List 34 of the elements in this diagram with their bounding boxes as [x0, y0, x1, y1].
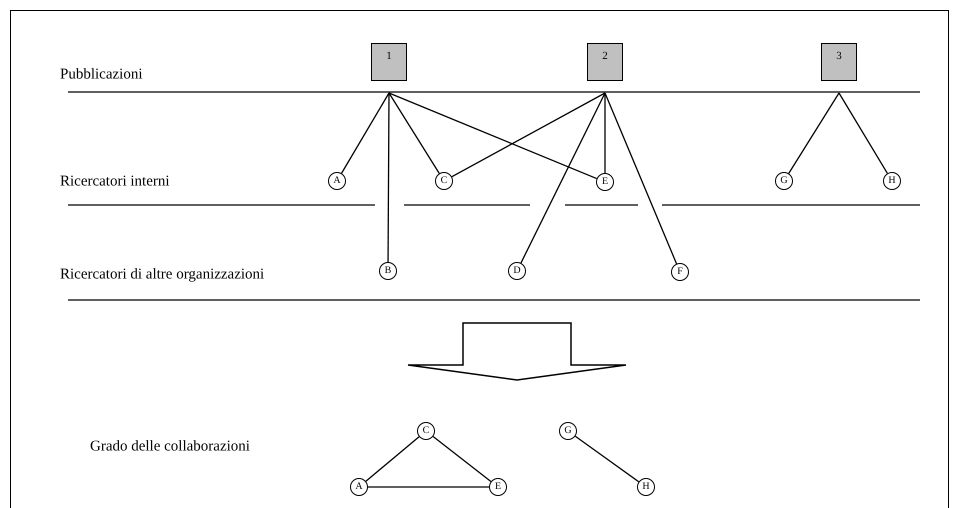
publication-box: 3 — [821, 43, 857, 81]
researcher-circle: C — [435, 172, 453, 190]
researcher-circle: D — [508, 262, 526, 280]
row-label: Grado delle collaborazioni — [90, 438, 250, 456]
row-label: Pubblicazioni — [60, 66, 142, 84]
researcher-circle: A — [328, 172, 346, 190]
publication-box: 1 — [371, 43, 407, 81]
researcher-circle: G — [775, 172, 793, 190]
row-label: Ricercatori interni — [60, 174, 170, 190]
connector-line — [388, 92, 597, 180]
researcher-circle: H — [883, 172, 901, 190]
connector-line — [365, 436, 420, 482]
connector-line — [604, 92, 678, 264]
publication-box: 2 — [587, 43, 623, 81]
researcher-circle: E — [489, 478, 507, 496]
researcher-circle: A — [350, 478, 368, 496]
researcher-circle: B — [379, 262, 397, 280]
connector-line — [341, 92, 390, 174]
researcher-circle: H — [637, 478, 655, 496]
connector-line — [432, 436, 492, 482]
connector-line — [788, 92, 840, 174]
row-label: Ricercatori di altre organizzazioni — [60, 266, 264, 284]
connector-line — [604, 93, 606, 173]
connector-line — [368, 486, 489, 488]
researcher-circle: F — [671, 263, 689, 281]
researcher-circle: C — [417, 422, 435, 440]
researcher-circle: G — [559, 422, 577, 440]
connector-line — [520, 92, 606, 264]
researcher-circle: E — [596, 173, 614, 191]
connector-line — [452, 92, 606, 178]
connector-line — [387, 93, 390, 262]
connector-line — [388, 92, 440, 174]
connector-line — [574, 436, 640, 482]
connector-line — [838, 92, 888, 174]
